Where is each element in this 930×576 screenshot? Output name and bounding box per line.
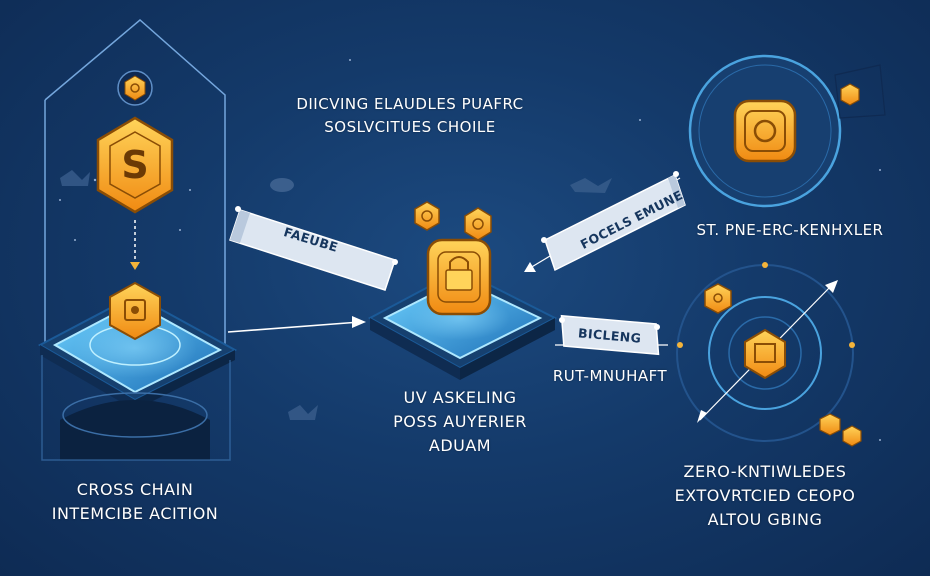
left-tower <box>44 19 226 350</box>
left-caption-line2: INTEMCIBE ACITION <box>51 504 219 523</box>
right-caption-line2: EXTOVRTCIED CEOPO <box>674 486 856 505</box>
top-title-line2: SOSLVCITUES CHOILE <box>324 118 496 136</box>
right-top-label: ST. PNE-ERC-KENHXLER <box>696 221 884 239</box>
center-caption-line2: POSS AUYERIER <box>393 412 527 431</box>
right-caption-line3: ALTOU GBING <box>707 510 823 529</box>
starfield <box>59 59 881 441</box>
left-platform <box>37 293 238 461</box>
banner-bottom-right-shape <box>559 314 660 356</box>
svg-text:S: S <box>121 143 148 187</box>
center-caption-line3: ADUAM <box>428 436 492 455</box>
center-caption-line1: UV ASKELING <box>403 388 517 407</box>
right-caption-line1: ZERO-KNTIWLEDES <box>683 462 847 481</box>
top-title-line1: DIICVING ELAUDLES PUAFRC <box>296 95 524 113</box>
right-top-node <box>688 54 886 208</box>
left-caption-line1: CROSS CHAIN <box>76 480 194 499</box>
banner-top-right-shape <box>541 171 686 272</box>
right-orbit <box>676 262 855 442</box>
mid-label: RUT-MNUHAFT <box>552 367 668 385</box>
center-coins <box>414 201 492 241</box>
banner-left-shape <box>229 206 398 291</box>
